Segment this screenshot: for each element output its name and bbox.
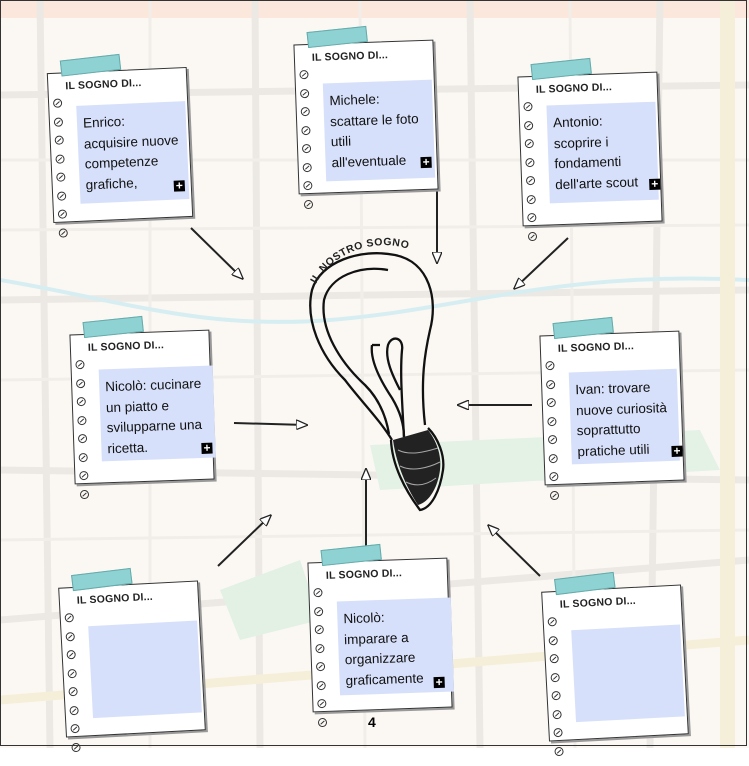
note-line: nuove curiosità (575, 399, 668, 418)
bulb-base (393, 430, 441, 505)
note-nicolo-2: IL SOGNO DI... Nicolò: imparare a organi… (307, 543, 455, 727)
note-line: Nicolò: cucinare (105, 375, 202, 395)
note-text-box[interactable] (88, 620, 202, 719)
note-text-box[interactable] (571, 624, 685, 723)
note-antonio: IL SOGNO DI... Antonio: scoprire i fonda… (517, 57, 663, 241)
note-empty-right: IL SOGNO DI... (541, 571, 689, 756)
note-enrico: IL SOGNO DI... Enrico: acquisire nuove c… (46, 53, 194, 238)
note-ivan: IL SOGNO DI... Ivan: trovare nuove curio… (539, 316, 685, 500)
note-empty-left: IL SOGNO DI... (58, 567, 206, 752)
lightbulb-icon (309, 252, 445, 512)
page-frame (0, 0, 747, 746)
note-line: scattare le foto (329, 110, 419, 129)
arrow (233, 423, 306, 425)
add-icon[interactable]: + (201, 440, 213, 455)
note-text-box[interactable]: Nicolò: cucinare un piatto e svilupparne… (98, 365, 216, 462)
note-text-box[interactable]: Antonio: scoprire i fondamenti dell'arte… (546, 101, 659, 204)
note-line: acquisire nuove (83, 131, 179, 152)
center-title: IL NOSTRO SOGNO (308, 236, 411, 285)
note-text-box[interactable]: Ivan: trovare nuove curiosità soprattutt… (568, 368, 680, 465)
add-icon[interactable]: + (671, 443, 683, 458)
note-line: ricetta. (107, 439, 149, 456)
note-line: svilupparne una (106, 416, 203, 436)
note-michele: IL SOGNO DI... Michele: scattare le foto… (293, 25, 439, 209)
note-line: dell'arte scout (554, 173, 639, 192)
arrow (515, 237, 569, 288)
add-icon[interactable]: + (173, 178, 186, 193)
arrow (190, 227, 242, 278)
note-text-box[interactable]: Enrico: acquisire nuove competenze grafi… (76, 101, 190, 204)
add-icon[interactable]: + (433, 674, 445, 690)
note-line: pratiche utili (577, 441, 650, 459)
diagram-layer: IL NOSTRO SOGNO (190, 190, 569, 577)
add-icon[interactable]: + (649, 176, 661, 191)
page-number: 4 (368, 714, 376, 730)
note-line: grafiche, (85, 174, 138, 193)
add-icon[interactable]: + (420, 154, 432, 170)
arrow (489, 526, 541, 577)
center-title-text: IL NOSTRO SOGNO (308, 236, 410, 285)
note-text-box[interactable]: Michele: scattare le foto utili all'even… (322, 79, 436, 182)
note-nicolo-1: IL SOGNO DI... Nicolò: cucinare un piatt… (69, 315, 216, 499)
arrow (217, 516, 270, 567)
note-line: all'eventuale (331, 152, 407, 170)
